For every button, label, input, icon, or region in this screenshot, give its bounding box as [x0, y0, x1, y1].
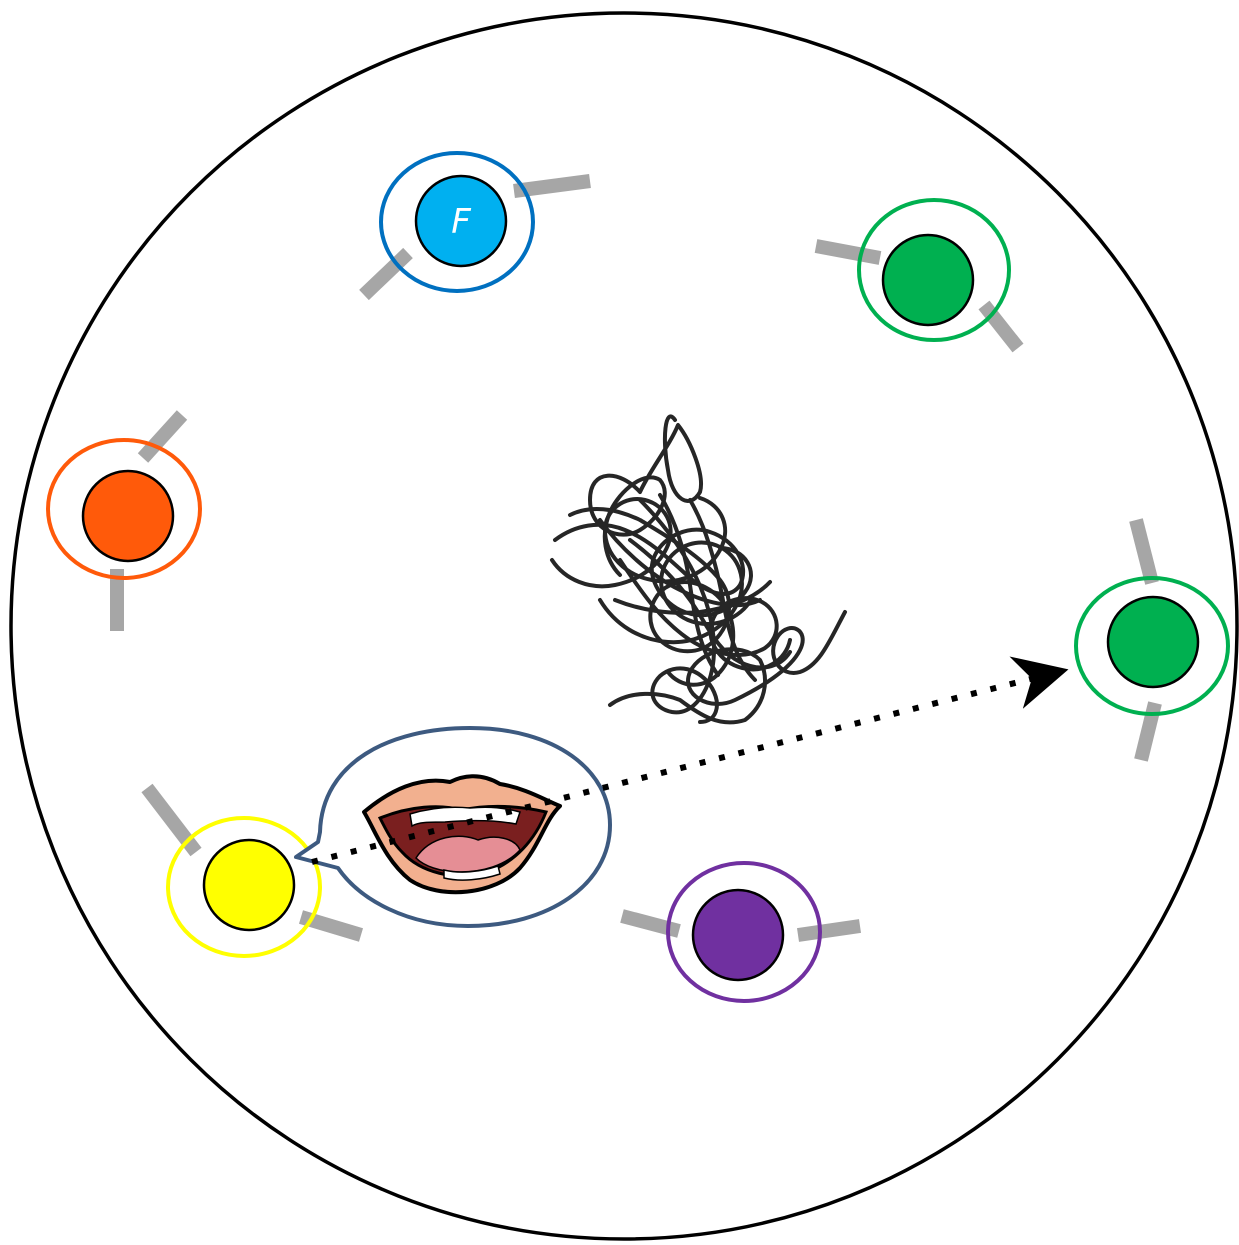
node-core	[83, 471, 173, 561]
node-core	[693, 890, 783, 980]
arm	[798, 926, 860, 935]
node-label: F	[451, 202, 471, 242]
node-core	[1108, 597, 1198, 687]
node-core	[883, 235, 973, 325]
node-core	[204, 840, 294, 930]
